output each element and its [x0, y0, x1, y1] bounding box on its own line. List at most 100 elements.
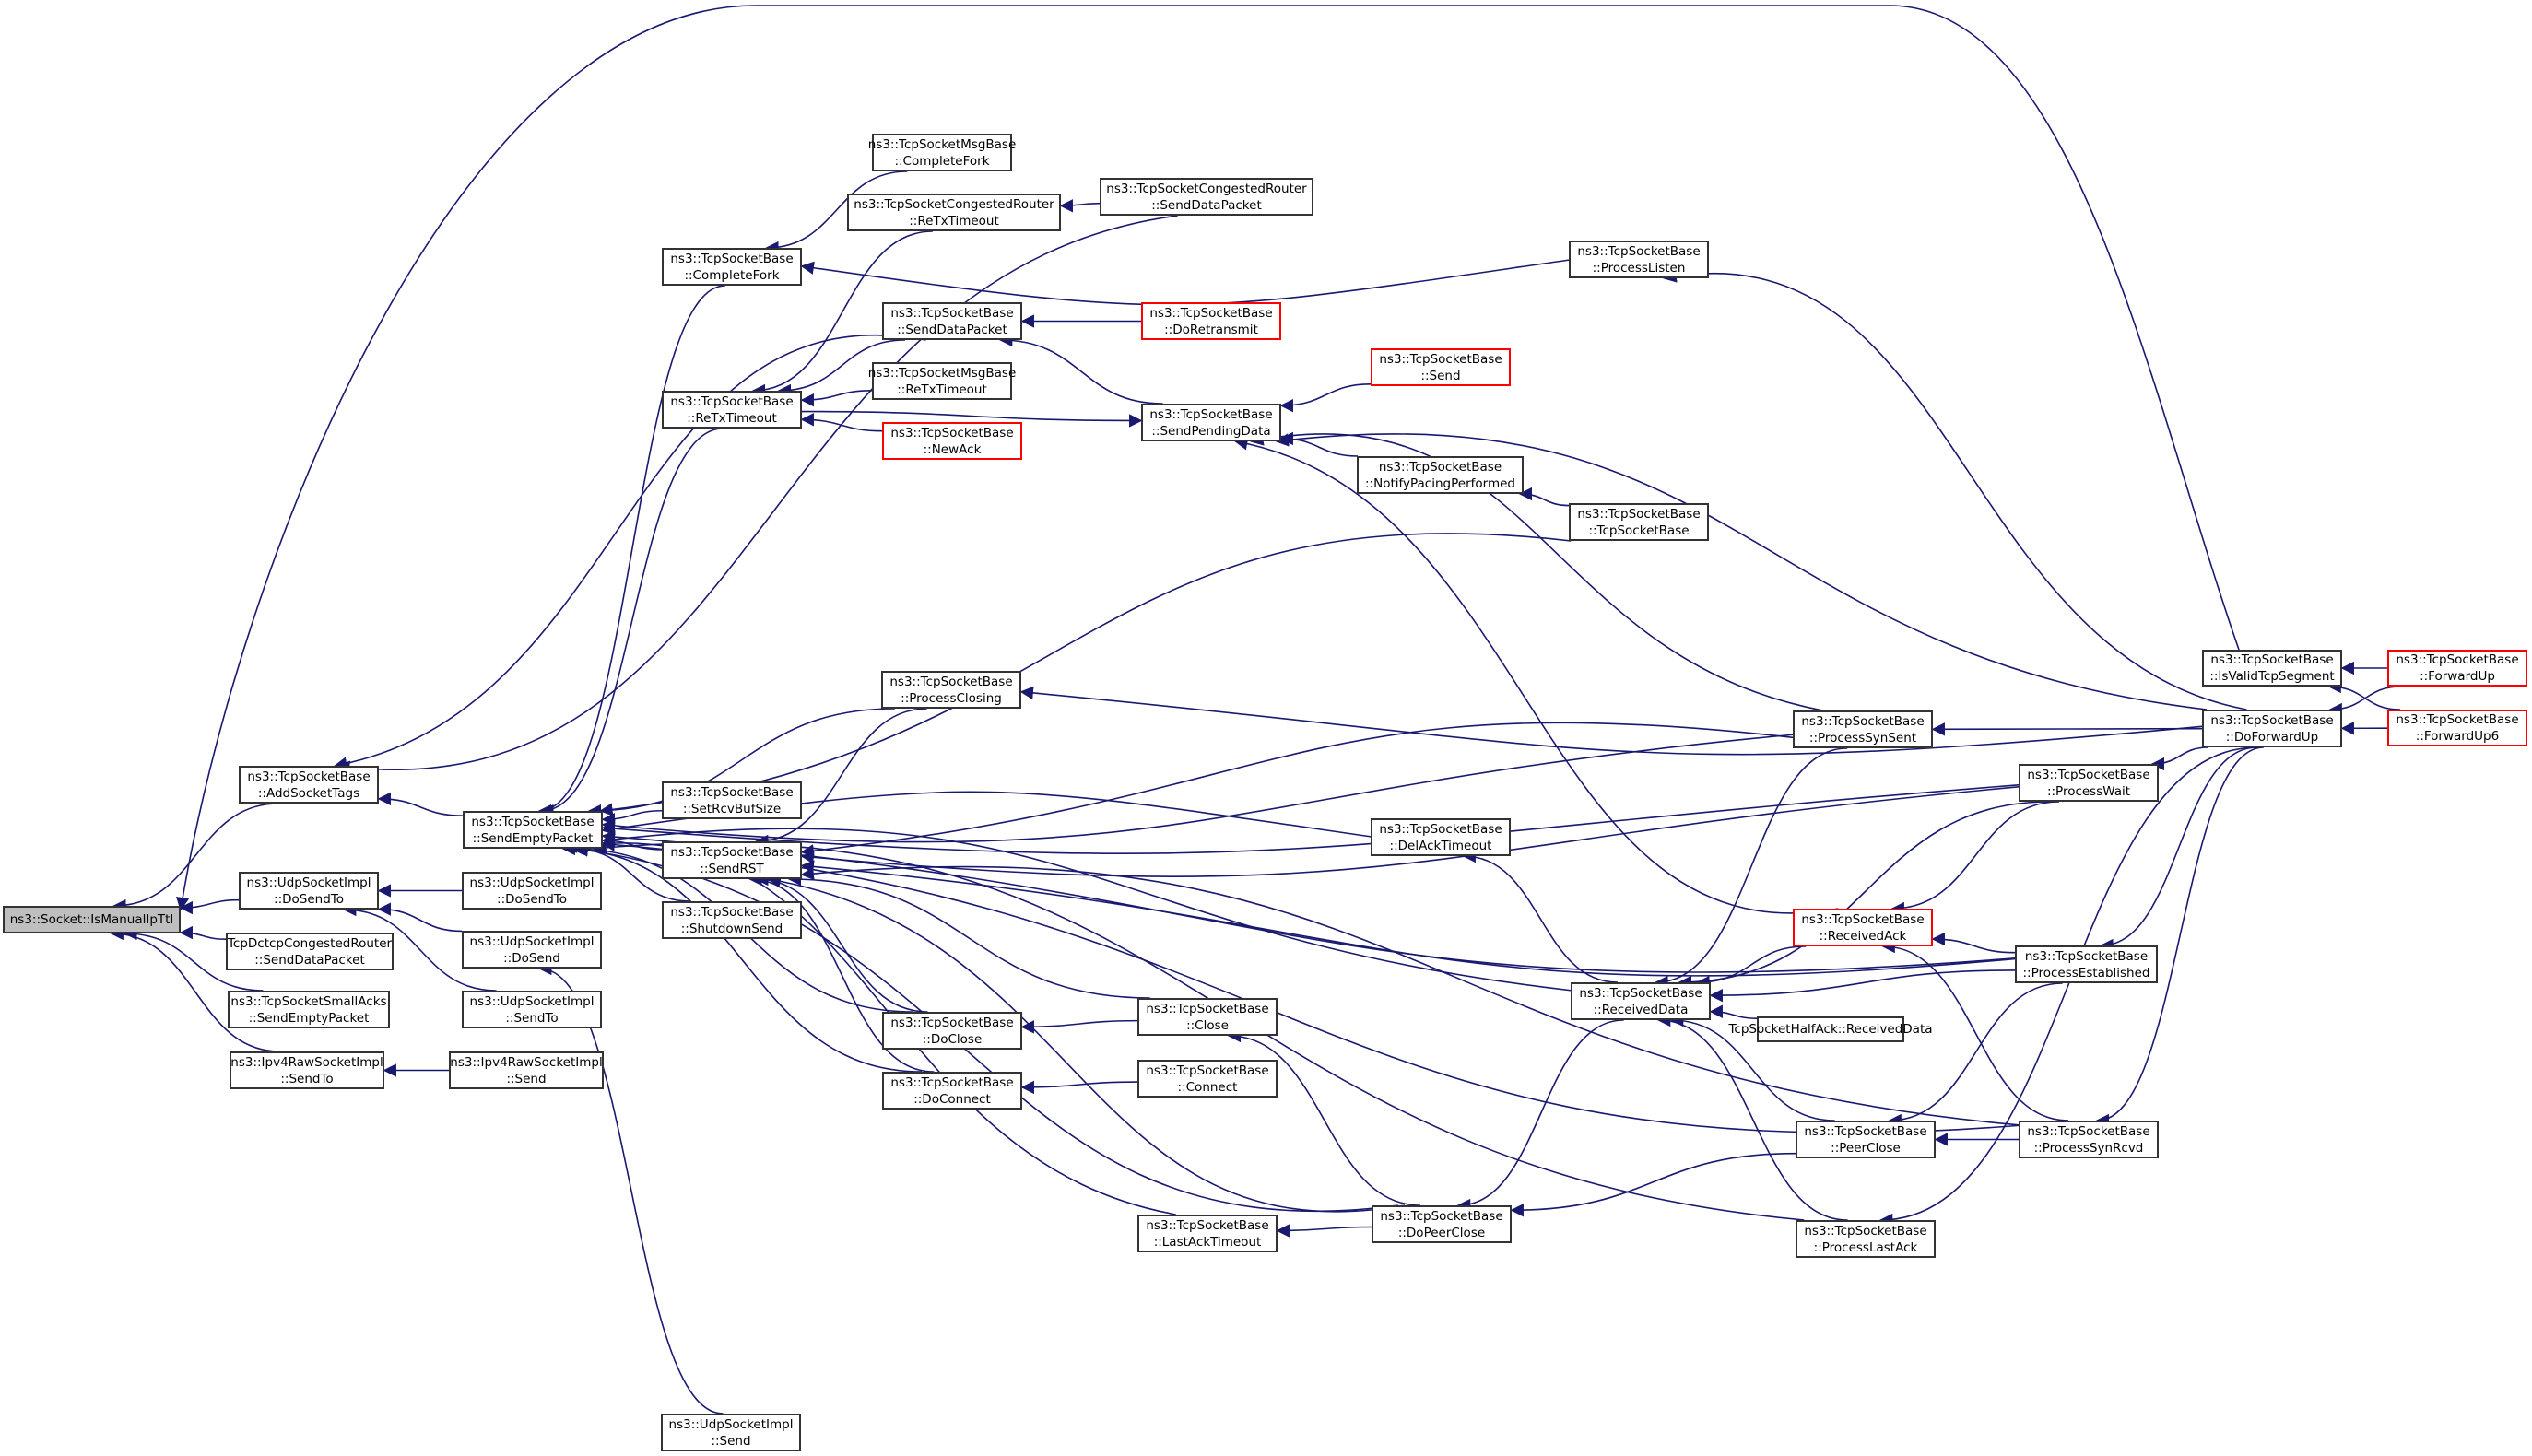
node-udp-do-send[interactable]: ns3::UdpSocketImpl::DoSend	[462, 931, 602, 969]
node-msg-complete-fork[interactable]: ns3::TcpSocketMsgBase::CompleteFork	[868, 134, 1016, 171]
node-send[interactable]: ns3::TcpSocketBase::Send	[1371, 348, 1511, 386]
call-edge	[1881, 939, 2069, 1121]
node-do-connect[interactable]: ns3::TcpSocketBase::DoConnect	[882, 1072, 1022, 1110]
call-edge	[112, 803, 279, 913]
node-del-ack-timeout[interactable]: ns3::TcpSocketBase::DelAckTimeout	[1371, 818, 1511, 856]
node-label-line: ::ProcessClosing	[901, 690, 1002, 706]
node-ctor[interactable]: ns3::TcpSocketBase::TcpSocketBase	[1569, 503, 1709, 541]
node-label-line: ::ReceivedData	[1593, 1002, 1689, 1017]
call-edge	[1663, 269, 2247, 710]
node-label-line: ::SendDataPacket	[897, 322, 1007, 337]
node-process-syn-sent[interactable]: ns3::TcpSocketBase::ProcessSynSent	[1793, 710, 1933, 748]
call-edge	[601, 783, 2020, 854]
node-ipv4-raw-send[interactable]: ns3::Ipv4RawSocketImpl::Send	[449, 1051, 604, 1089]
node-msg-re-tx-timeout[interactable]: ns3::TcpSocketMsgBase::ReTxTimeout	[868, 362, 1016, 400]
node-label-line: ::Connect	[1177, 1079, 1238, 1095]
node-last-ack-timeout[interactable]: ns3::TcpSocketBase::LastAckTimeout	[1137, 1215, 1278, 1252]
call-edge	[1234, 437, 1839, 914]
node-root: ns3::Socket::IsManualIpTtl	[3, 906, 181, 933]
call-edge	[601, 828, 1572, 992]
call-edge	[343, 902, 497, 992]
node-do-forward-up[interactable]: ns3::TcpSocketBase::DoForwardUp	[2202, 710, 2342, 747]
node-udp-do-send-to1[interactable]: ns3::UdpSocketImpl::DoSendTo	[239, 872, 379, 910]
node-udp-do-send-to2[interactable]: ns3::UdpSocketImpl::DoSendTo	[462, 872, 602, 910]
node-do-retransmit[interactable]: ns3::TcpSocketBase::DoRetransmit	[1141, 302, 1281, 340]
node-new-ack[interactable]: ns3::TcpSocketBase::NewAck	[882, 422, 1022, 460]
call-edge	[751, 230, 933, 398]
node-label-line: ns3::TcpSocketBase	[2396, 712, 2519, 727]
node-peer-close[interactable]: ns3::TcpSocketBase::PeerClose	[1796, 1121, 1936, 1158]
node-label-line: ns3::TcpSocketBase	[2396, 652, 2519, 667]
node-process-last-ack[interactable]: ns3::TcpSocketBase::ProcessLastAck	[1796, 1220, 1936, 1258]
call-edge	[1518, 487, 1570, 507]
node-label-line: ns3::TcpSocketBase	[2210, 652, 2334, 667]
node-connect[interactable]: ns3::TcpSocketBase::Connect	[1137, 1060, 1278, 1098]
node-label-line: ns3::UdpSocketImpl	[469, 993, 595, 1009]
call-edge	[2095, 746, 2264, 1128]
call-edge	[1227, 1028, 1420, 1206]
node-label-line: ns3::TcpSocketBase	[1378, 459, 1502, 475]
node-do-close[interactable]: ns3::TcpSocketBase::DoClose	[882, 1012, 1022, 1050]
node-label-line: ns3::TcpSocketBase	[1379, 351, 1502, 367]
edge-group	[110, 5, 2401, 1415]
node-is-valid-tcp-segment[interactable]: ns3::TcpSocketBase::IsValidTcpSegment	[2202, 650, 2342, 687]
node-received-ack[interactable]: ns3::TcpSocketBase::ReceivedAck	[1793, 909, 1933, 946]
node-process-established[interactable]: ns3::TcpSocketBase::ProcessEstablished	[2015, 945, 2158, 983]
node-label-line: ::SendTo	[505, 1010, 559, 1026]
node-small-acks-send-empty[interactable]: ns3::TcpSocketSmallAcks::SendEmptyPacket	[228, 991, 390, 1028]
call-edge	[334, 334, 926, 770]
node-notify-pacing[interactable]: ns3::TcpSocketBase::NotifyPacingPerforme…	[1357, 456, 1524, 494]
node-process-listen[interactable]: ns3::TcpSocketBase::ProcessListen	[1569, 241, 1709, 278]
node-complete-fork[interactable]: ns3::TcpSocketBase::CompleteFork	[662, 248, 802, 286]
node-send-empty-packet[interactable]: ns3::TcpSocketBase::SendEmptyPacket	[463, 811, 603, 849]
node-received-data[interactable]: ns3::TcpSocketBase::ReceivedData	[1571, 982, 1711, 1020]
node-label-line: ::SetRcvBufSize	[682, 801, 782, 816]
node-cong-send-data-packet[interactable]: ns3::TcpSocketCongestedRouter::SendDataP…	[1100, 178, 1313, 216]
call-edge	[765, 170, 908, 255]
node-label-line: ::ProcessLastAck	[1813, 1239, 1918, 1255]
node-label-line: ::DoSendTo	[497, 891, 567, 907]
node-udp-send[interactable]: ns3::UdpSocketImpl::Send	[661, 1414, 801, 1451]
node-process-closing[interactable]: ns3::TcpSocketBase::ProcessClosing	[881, 671, 1021, 709]
node-label-line: ::DoConnect	[913, 1091, 991, 1107]
node-label-line: TcpDctcpCongestedRouter	[227, 935, 393, 951]
node-label-line: ns3::TcpSocketCongestedRouter	[1106, 181, 1307, 196]
node-label-line: ns3::Socket::IsManualIpTtl	[9, 912, 174, 927]
node-do-peer-close[interactable]: ns3::TcpSocketBase::DoPeerClose	[1372, 1205, 1512, 1243]
node-half-ack-received-data[interactable]: TcpSocketHalfAck::ReceivedData	[1728, 1016, 1933, 1042]
node-send-r-s-t[interactable]: ns3::TcpSocketBase::SendRST	[662, 841, 802, 879]
call-edge	[800, 390, 873, 407]
node-cong-re-tx-timeout[interactable]: ns3::TcpSocketCongestedRouter::ReTxTimeo…	[847, 194, 1061, 231]
node-label-line: ns3::TcpSocketBase	[1380, 1208, 1503, 1224]
node-re-tx-timeout[interactable]: ns3::TcpSocketBase::ReTxTimeout	[662, 391, 802, 429]
node-forward-up6[interactable]: ns3::TcpSocketBase::ForwardUp6	[2387, 710, 2527, 746]
node-label-line: ns3::UdpSocketImpl	[668, 1416, 794, 1432]
node-label-line: ::Send	[1420, 368, 1461, 383]
call-edge	[998, 333, 1163, 405]
node-add-socket-tags[interactable]: ns3::TcpSocketBase::AddSocketTags	[239, 766, 379, 804]
node-ipv4-raw-send-to[interactable]: ns3::Ipv4RawSocketImpl::SendTo	[230, 1051, 384, 1089]
node-close[interactable]: ns3::TcpSocketBase::Close	[1137, 998, 1278, 1036]
node-label-line: ::ForwardUp	[2420, 669, 2495, 684]
call-edge	[2150, 746, 2208, 771]
node-label-line: ::DoForwardUp	[2225, 729, 2319, 745]
node-udp-send-to[interactable]: ns3::UdpSocketImpl::SendTo	[462, 991, 602, 1028]
node-shutdown-send[interactable]: ns3::TcpSocketBase::ShutdownSend	[662, 901, 802, 939]
node-forward-up[interactable]: ns3::TcpSocketBase::ForwardUp	[2387, 650, 2527, 687]
call-edge	[800, 860, 2016, 977]
node-label-line: ::DelAckTimeout	[1389, 838, 1492, 853]
node-label-line: ::ProcessEstablished	[2022, 965, 2150, 980]
node-label-line: ::SendPendingData	[1151, 423, 1271, 439]
call-edge	[1250, 432, 1823, 711]
node-set-rcv-buf-size[interactable]: ns3::TcpSocketBase::SetRcvBufSize	[662, 781, 802, 819]
node-process-wait[interactable]: ns3::TcpSocketBase::ProcessWait	[2019, 764, 2159, 802]
call-edge	[1878, 746, 2257, 1227]
call-edge	[1709, 1004, 1758, 1019]
node-process-syn-rcvd[interactable]: ns3::TcpSocketBase::ProcessSynRcvd	[2019, 1121, 2159, 1158]
node-label-line: ::Send	[711, 1433, 751, 1449]
call-edge	[561, 841, 923, 1073]
node-dctcp-send-data[interactable]: TcpDctcpCongestedRouter::SendDataPacket	[226, 933, 394, 970]
call-edge	[800, 259, 1570, 306]
node-send-pending-data[interactable]: ns3::TcpSocketBase::SendPendingData	[1141, 404, 1281, 441]
node-send-data-packet[interactable]: ns3::TcpSocketBase::SendDataPacket	[882, 302, 1022, 340]
